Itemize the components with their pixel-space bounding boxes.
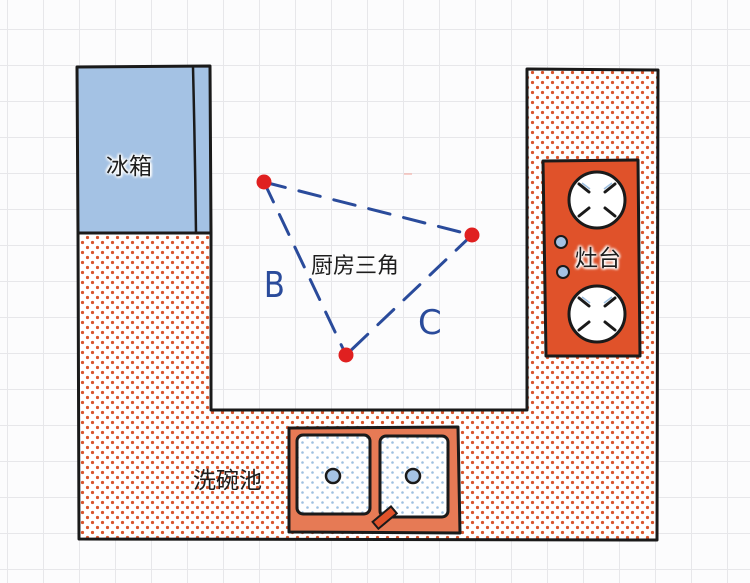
- drain-left: [324, 467, 342, 485]
- triangle-edge-top: [262, 180, 474, 237]
- kitchen-triangle: [256, 173, 480, 363]
- edge-label-b: B: [263, 265, 285, 306]
- faint-mark: [404, 173, 412, 175]
- sink: [287, 425, 462, 535]
- fridge-label: 冰箱: [106, 154, 152, 180]
- stove-point: [464, 227, 480, 243]
- burner-top: [567, 170, 627, 230]
- sink-label: 洗碗池: [193, 468, 262, 494]
- fridge: [75, 64, 213, 235]
- edge-label-c: C: [418, 303, 442, 343]
- stove-label: 灶台: [575, 246, 621, 272]
- burner-bottom: [567, 284, 627, 344]
- faucet: [371, 505, 399, 531]
- stove-knob-2: [556, 265, 570, 279]
- basin-right: [378, 434, 450, 519]
- triangle-label: 厨房三角: [311, 254, 400, 279]
- basin-left: [295, 433, 372, 516]
- sink-point: [338, 347, 354, 363]
- triangle-edge-c: [344, 233, 474, 357]
- fridge-point: [256, 174, 272, 190]
- fridge-door-line: [191, 66, 198, 234]
- stove: [541, 158, 642, 358]
- drain-right: [404, 467, 422, 485]
- stove-knob-1: [554, 235, 568, 249]
- counter: [76, 67, 660, 542]
- triangle-edge-b: [262, 180, 348, 357]
